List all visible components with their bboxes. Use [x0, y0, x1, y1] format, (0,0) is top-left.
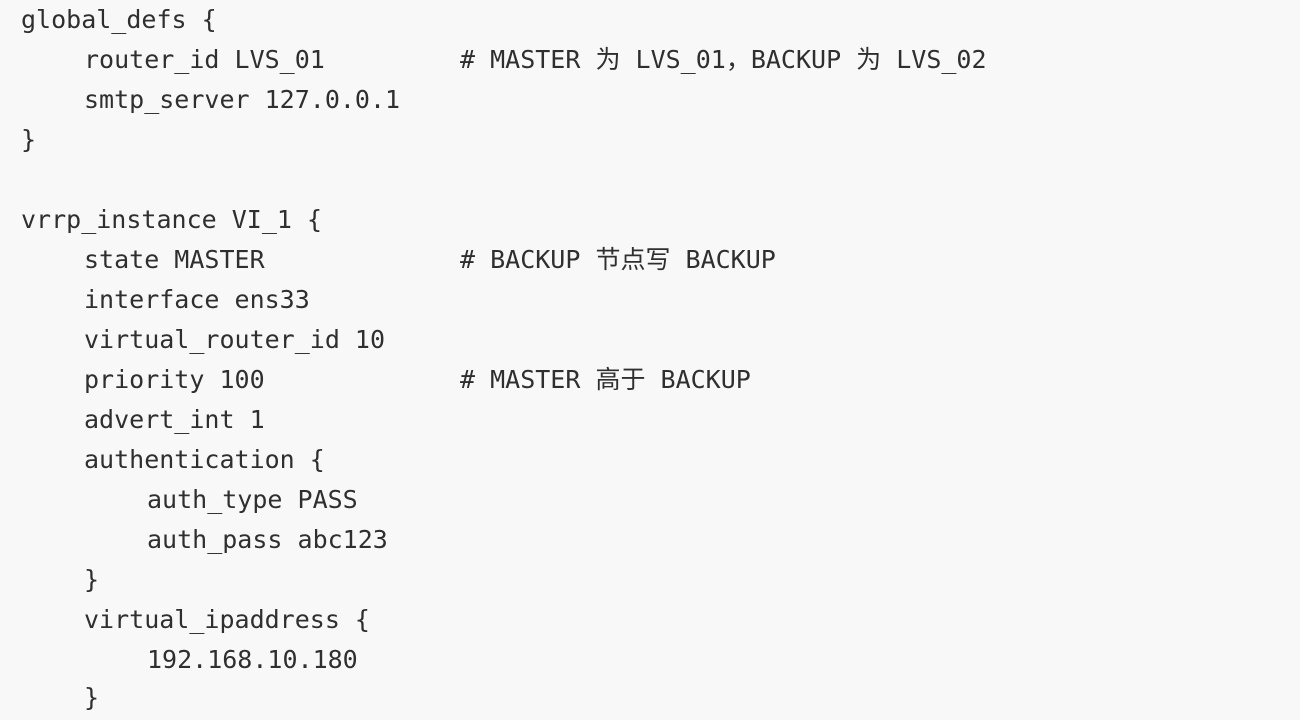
code-line: interface ens33 [84, 285, 310, 314]
code-line: } [21, 125, 37, 154]
code-line: auth_type PASS [147, 485, 358, 514]
code-line: virtual_router_id 10 [84, 325, 386, 354]
code-line: authentication { [84, 445, 325, 474]
code-comment: # MASTER 高于 BACKUP [460, 365, 751, 394]
code-line: global_defs { [21, 5, 217, 34]
code-line: auth_pass abc123 [147, 525, 388, 554]
code-comment: # BACKUP 节点写 BACKUP [460, 245, 776, 274]
code-line: smtp_server 127.0.0.1 [84, 85, 401, 114]
code-line: router_id LVS_01 [84, 45, 325, 74]
code-line: priority 100 [84, 365, 265, 394]
code-line: virtual_ipaddress { [84, 605, 370, 634]
code-line: } [84, 565, 100, 594]
code-line: } [84, 683, 100, 712]
code-line: vrrp_instance VI_1 { [21, 205, 323, 234]
code-line: state MASTER [84, 245, 265, 274]
code-comment: # MASTER 为 LVS_01，BACKUP 为 LVS_02 [460, 45, 987, 74]
code-line: 192.168.10.180 [147, 645, 358, 674]
code-line: advert_int 1 [84, 405, 265, 434]
